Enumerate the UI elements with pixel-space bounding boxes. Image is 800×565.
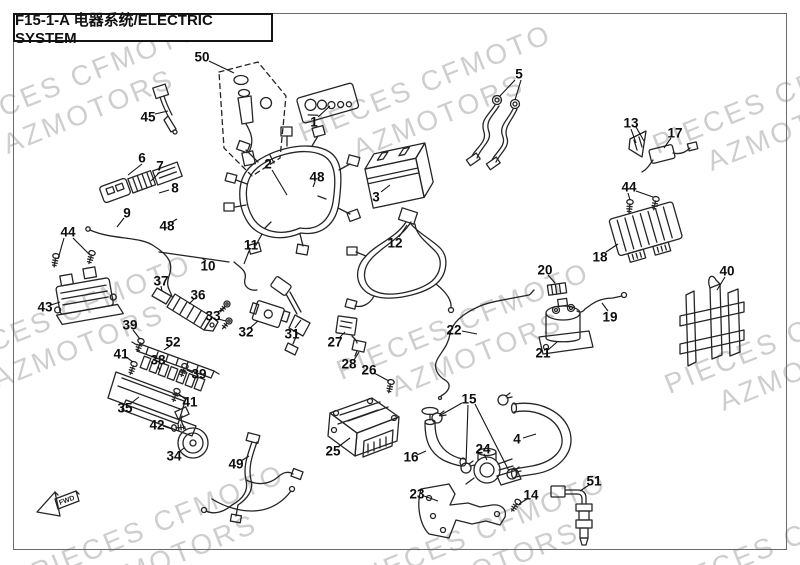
part-label-38: 38 xyxy=(150,352,166,368)
part-label-9: 9 xyxy=(123,205,131,221)
part-24-solenoid-valve xyxy=(465,447,522,486)
part-40-bracket-frame xyxy=(679,275,745,367)
part-label-26: 26 xyxy=(361,362,377,378)
part-51-sensor xyxy=(550,485,593,546)
part-label-18: 18 xyxy=(592,249,608,265)
part-21-starter-relay xyxy=(538,297,594,355)
part-5-battery-cables xyxy=(465,94,521,171)
part-label-33: 33 xyxy=(205,308,221,324)
diagram-title: F15-1-A 电器系统/ELECTRIC SYSTEM xyxy=(15,11,213,47)
part-label-6: 6 xyxy=(138,150,146,166)
part-label-3: 3 xyxy=(372,189,380,205)
part-label-15: 15 xyxy=(461,391,477,407)
part-label-21: 21 xyxy=(535,345,551,361)
part-label-2: 2 xyxy=(264,156,272,172)
part-17-sensor xyxy=(641,141,699,173)
part-50-ignition-lock-assembly xyxy=(218,61,287,177)
part-32-coil-bracket xyxy=(249,300,291,329)
part-label-44: 44 xyxy=(621,179,637,195)
part-label-11: 11 xyxy=(243,237,259,253)
part-34-horn xyxy=(174,406,209,459)
part-label-39: 39 xyxy=(191,366,207,382)
part-label-32: 32 xyxy=(238,324,254,340)
part-label-24: 24 xyxy=(475,441,491,457)
part-label-16: 16 xyxy=(403,449,419,465)
part-label-28: 28 xyxy=(341,356,357,372)
part-label-22: 22 xyxy=(446,322,462,338)
part-label-42: 42 xyxy=(149,417,165,433)
part-label-12: 12 xyxy=(387,235,403,251)
part-label-39: 39 xyxy=(122,317,138,333)
part-label-17: 17 xyxy=(667,125,683,141)
diagram-frame xyxy=(13,13,787,550)
part-label-49: 49 xyxy=(228,456,244,472)
part-label-52: 52 xyxy=(165,334,181,350)
part-label-45: 45 xyxy=(140,109,156,125)
part-43-control-module xyxy=(54,266,124,326)
part-45-diagnostic-plug xyxy=(152,83,178,135)
part-label-7: 7 xyxy=(156,158,164,174)
part-label-48: 48 xyxy=(159,218,175,234)
fwd-direction-arrow: FWD xyxy=(36,490,80,517)
part-37-end-cap xyxy=(151,287,172,305)
part-label-35: 35 xyxy=(117,400,133,416)
part-label-1: 1 xyxy=(310,114,318,130)
part-label-4: 4 xyxy=(513,431,521,447)
part-20-pad xyxy=(546,282,568,296)
part-label-44: 44 xyxy=(60,224,76,240)
part-label-31: 31 xyxy=(284,326,300,342)
part-4-coolant-hose xyxy=(510,402,572,479)
part-19-bracket-rod xyxy=(576,291,628,313)
part-6-7-8-switch-assembly xyxy=(99,161,183,204)
part-2-main-cable-harness xyxy=(223,124,361,256)
part-16-breather-hose xyxy=(421,406,467,467)
part-18-voltage-regulator xyxy=(608,201,683,263)
part-label-25: 25 xyxy=(325,443,341,459)
part-label-13: 13 xyxy=(623,115,639,131)
part-36-resistor xyxy=(166,293,219,332)
part-label-14: 14 xyxy=(523,487,539,503)
part-10-rod xyxy=(158,251,230,263)
part-label-10: 10 xyxy=(200,258,216,274)
part-label-27: 27 xyxy=(327,334,343,350)
diagram-title-box: F15-1-A 电器系统/ELECTRIC SYSTEM xyxy=(13,12,273,47)
part-23-mount-bracket xyxy=(418,483,507,539)
part-label-5: 5 xyxy=(515,66,523,82)
part-label-37: 37 xyxy=(153,273,169,289)
part-label-41: 41 xyxy=(182,394,198,410)
part-label-34: 34 xyxy=(166,448,182,464)
part-label-50: 50 xyxy=(194,49,210,65)
part-3-battery xyxy=(364,142,434,209)
part-38-fuses xyxy=(139,355,206,392)
part-label-51: 51 xyxy=(586,473,602,489)
part-label-23: 23 xyxy=(409,486,425,502)
part-label-20: 20 xyxy=(537,262,553,278)
part-label-19: 19 xyxy=(602,309,618,325)
part-9-cable xyxy=(85,226,173,298)
part-31-ignition-coil xyxy=(270,276,311,356)
part-label-43: 43 xyxy=(37,299,53,315)
part-49-accessory-harness xyxy=(200,431,304,524)
part-label-41: 41 xyxy=(113,346,129,362)
part-12-secondary-harness xyxy=(344,207,455,314)
part-11-cable xyxy=(233,261,258,291)
part-25-ecu xyxy=(327,397,400,458)
part-label-36: 36 xyxy=(190,287,206,303)
part-28-connector xyxy=(351,339,367,357)
part-label-48: 48 xyxy=(309,169,325,185)
part-22-cable xyxy=(434,289,535,401)
part-label-40: 40 xyxy=(719,263,735,279)
part-label-8: 8 xyxy=(171,180,179,196)
part-13-clip xyxy=(628,130,647,158)
part-1-lock-key-set xyxy=(296,82,360,124)
